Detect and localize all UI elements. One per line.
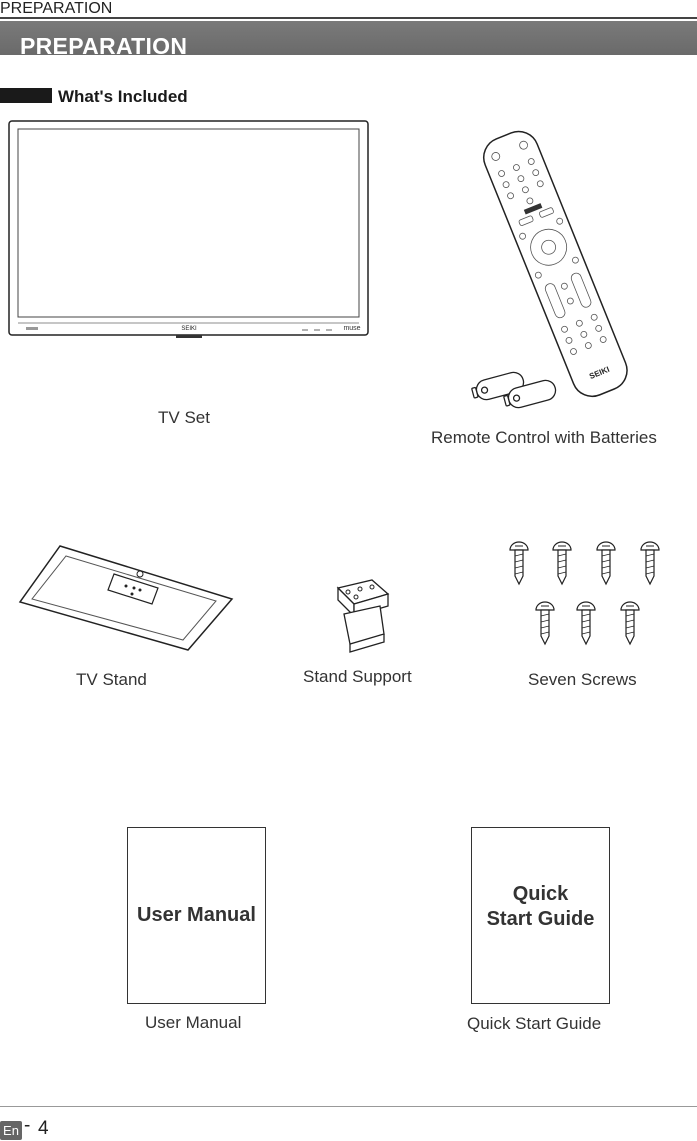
tv-set-caption: TV Set (158, 408, 210, 427)
stand-support-caption: Stand Support (303, 667, 412, 686)
user-manual-cover: User Manual (127, 827, 266, 1004)
screws-illustration (509, 541, 660, 645)
page-separator: - (24, 1115, 31, 1136)
footer-rule (0, 1106, 697, 1107)
quick-start-cover-line2: Start Guide (486, 908, 595, 930)
language-badge: En (0, 1121, 22, 1140)
user-manual-caption: User Manual (145, 1013, 242, 1032)
running-header: PREPARATION (0, 0, 113, 17)
header-rule (0, 17, 697, 19)
tv-corner-label: muse (343, 325, 360, 332)
user-manual-cover-text: User Manual (137, 904, 256, 926)
subsection-title: What's Included (58, 87, 188, 106)
quick-start-cover: Quick Start Guide (471, 827, 610, 1004)
remote-caption: Remote Control with Batteries (431, 428, 657, 447)
tv-brand-label: SEIKI (181, 326, 197, 332)
stand-support-illustration (336, 579, 390, 653)
screws-caption: Seven Screws (528, 670, 637, 689)
remote-control-illustration: SEIKI (471, 130, 628, 409)
subsection-marker (0, 88, 52, 103)
tv-set-illustration: SEIKI muse (8, 120, 369, 338)
tv-stand-caption: TV Stand (76, 670, 147, 689)
quick-start-cover-line1: Quick (512, 883, 569, 905)
section-title: PREPARATION (20, 33, 188, 59)
tv-stand-illustration (18, 545, 234, 651)
section-bar (0, 21, 697, 55)
page-number: 4 (38, 1118, 49, 1139)
quick-start-caption: Quick Start Guide (467, 1014, 602, 1033)
